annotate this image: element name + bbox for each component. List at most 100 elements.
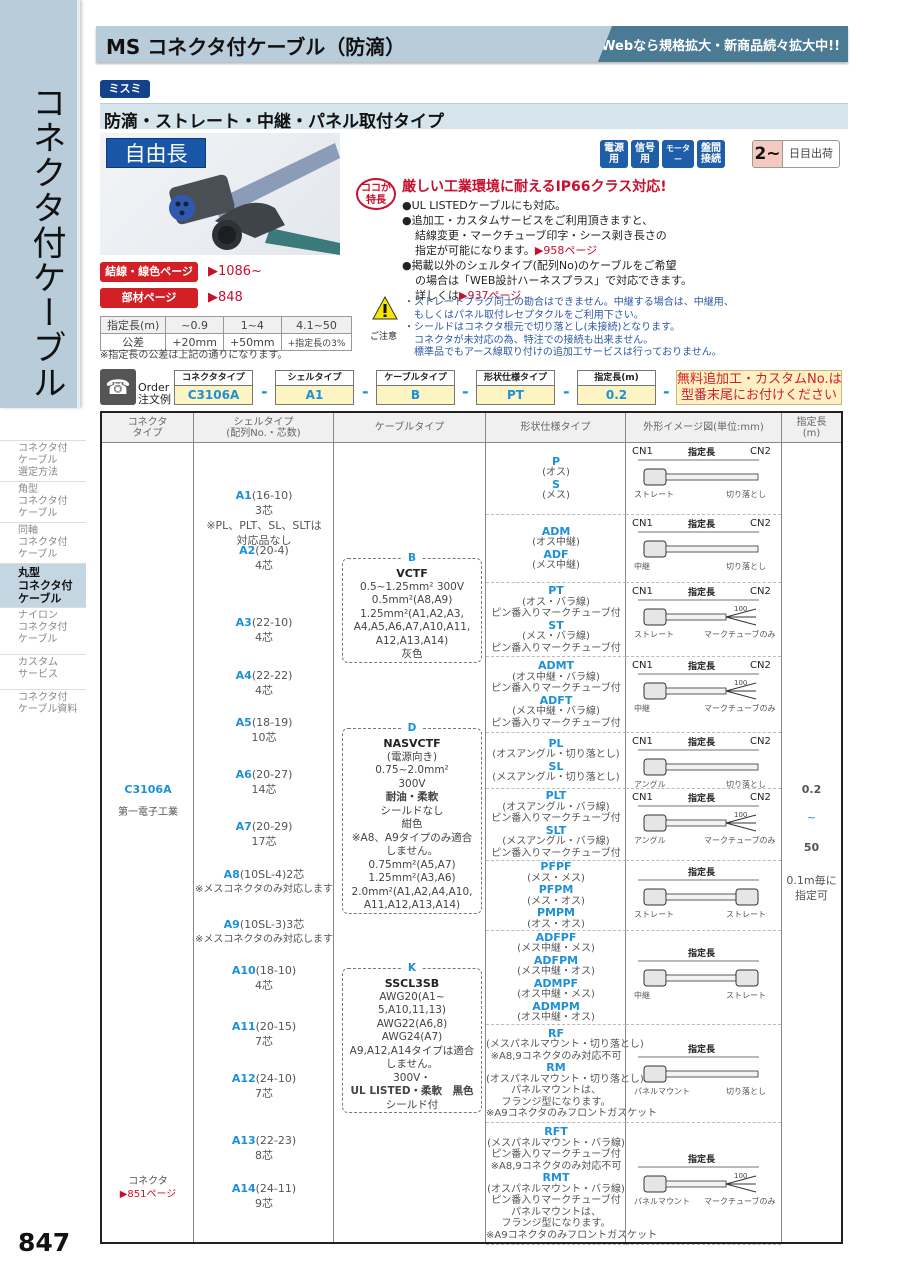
shell-code: A7 xyxy=(235,820,252,833)
shape-code: PLT xyxy=(545,789,567,802)
shape-desc: (オス・バラ線) ピン番入りマークチューブ付 xyxy=(491,596,621,620)
order-length: 指定長(m)0.2 xyxy=(577,370,656,405)
shell-type-item: A11(20-15)7芯 xyxy=(194,1019,334,1049)
page-number: 847 xyxy=(18,1228,71,1257)
category-signal: 信号用 xyxy=(631,140,659,168)
shell-note: ※メスコネクタのみ対応します xyxy=(195,884,333,895)
shape-code: RM xyxy=(546,1061,566,1074)
shape-desc: (メスアングル・バラ線) ピン番入りマークチューブ付 xyxy=(491,836,621,859)
shape-desc: (オス中継・バラ線) ピン番入りマークチューブ付 xyxy=(491,671,621,695)
connector-ref-link[interactable]: ▶851ページ xyxy=(119,1189,177,1200)
svg-text:マークチューブのみ: マークチューブのみ xyxy=(704,703,776,713)
parts-page-link[interactable]: ▶848 xyxy=(208,290,243,305)
shape-code: ADM xyxy=(541,524,571,538)
side-nav-item[interactable]: 丸型 コネクタ付 ケーブル xyxy=(0,563,86,607)
svg-text:指定長: 指定長 xyxy=(688,446,716,458)
shape-desc: (メス中継・オス) xyxy=(517,966,595,977)
shell-note: ※メスコネクタのみ対応します xyxy=(195,934,333,945)
shape-desc: (メス) xyxy=(542,490,570,501)
shape-code: ADF xyxy=(543,547,569,561)
side-nav-item[interactable]: ナイロン コネクタ付 ケーブル xyxy=(0,607,86,648)
shape-row: RFT(メスパネルマウント・バラ線) ピン番入りマークチューブ付 ※A8,9コネ… xyxy=(486,1123,657,1245)
side-nav-item[interactable]: 角型 コネクタ付 ケーブル xyxy=(0,481,86,522)
svg-text:指定長: 指定長 xyxy=(688,518,716,530)
wiring-page-button[interactable]: 結線・線色ページ xyxy=(100,262,198,282)
category-power: 電源用 xyxy=(600,140,628,168)
svg-text:マークチューブのみ: マークチューブのみ xyxy=(704,835,776,845)
shape-desc: (メスアングル・切り落とし) xyxy=(492,772,620,783)
shape-code: ADFT xyxy=(539,693,573,707)
svg-text:指定長: 指定長 xyxy=(688,660,716,672)
svg-text:アングル: アングル xyxy=(634,835,666,845)
page-link-958[interactable]: ▶958ページ xyxy=(534,244,598,257)
cable-name: NASVCTF xyxy=(383,737,441,750)
shell-code: A14 xyxy=(231,1182,256,1195)
shell-code: A12 xyxy=(231,1072,256,1085)
shell-type-item: A4(22-22)4芯 xyxy=(194,668,334,698)
connector-code: C3106A xyxy=(124,783,172,796)
shape-code: RFT xyxy=(544,1125,568,1138)
length-tilde: ~ xyxy=(806,811,817,824)
feature-line: 結線変更・マークチューブ印字・シース剥き長さの xyxy=(415,229,667,242)
svg-text:CN2: CN2 xyxy=(750,446,771,457)
svg-text:CN2: CN2 xyxy=(750,586,771,597)
shell-cores: 3芯 xyxy=(255,504,273,517)
side-nav-item[interactable]: カスタム サービス xyxy=(0,654,86,683)
outline-drawing: 指定長中継ストレート xyxy=(626,931,781,1025)
warning-icon xyxy=(372,296,398,320)
length-min: 0.2 xyxy=(801,783,822,796)
side-nav-item[interactable]: 同軸 コネクタ付 ケーブル xyxy=(0,522,86,563)
shell-type-item: A1(16-10)3芯※PL、PLT、SL、SLTは 対応品なし xyxy=(194,488,334,548)
shell-type-item: A7(20-29)17芯 xyxy=(194,819,334,849)
cable-name: SSCL3SB xyxy=(384,977,440,990)
shape-code: RMT xyxy=(542,1171,570,1184)
shape-desc: (メス中継・メス) xyxy=(517,943,595,954)
length-max: 50 xyxy=(803,841,820,854)
svg-text:ストレート: ストレート xyxy=(634,490,674,499)
table-header: コネクタ タイプ シェルタイプ (配列No.・芯数) ケーブルタイプ 形状仕様タ… xyxy=(102,413,841,443)
connector-ref-label: コネクタ xyxy=(128,1176,168,1187)
shell-cores: 4芯 xyxy=(255,684,273,697)
connector-maker: 第一電子工業 xyxy=(118,807,178,818)
wiring-page-link[interactable]: ▶1086~ xyxy=(208,264,262,279)
web-banner[interactable]: Webなら規格拡大・新商品続々拡大中!! xyxy=(598,26,848,62)
shell-code: A2 xyxy=(239,544,256,557)
feature-line: 詳しくは▶937ページ xyxy=(415,289,522,302)
svg-text:ストレート: ストレート xyxy=(726,991,766,1000)
section-tab: コネクタ付ケーブル xyxy=(0,0,80,408)
side-nav-item[interactable]: コネクタ付 ケーブル資料 xyxy=(0,689,86,718)
svg-text:パネルマウント: パネルマウント xyxy=(634,1197,690,1206)
shape-row: P(オス)S(メス) xyxy=(486,443,626,515)
shape-code: PL xyxy=(548,736,564,750)
feature-badge: ココが 特長 xyxy=(356,178,396,210)
category-motor: モーター xyxy=(662,140,694,168)
shell-code: A6 xyxy=(235,768,252,781)
svg-text:指定長: 指定長 xyxy=(688,1153,716,1165)
page-link-937[interactable]: ▶937ページ xyxy=(459,289,522,302)
shell-cores: 17芯 xyxy=(251,835,277,848)
outline-drawing: 指定長ストレートストレート xyxy=(626,861,781,931)
feature-line: ●UL LISTEDケーブルにも対応。 xyxy=(402,199,567,212)
shell-cores: 4芯 xyxy=(255,559,273,572)
svg-text:マークチューブのみ: マークチューブのみ xyxy=(704,629,776,639)
connector-column: C3106A 第一電子工業 コネクタ ▶851ページ xyxy=(102,443,194,1242)
shape-desc: (オスパネルマウント・切り落とし) パネルマウントは、 フランジ型になります。 … xyxy=(486,1073,658,1120)
shell-code: A1 xyxy=(235,489,252,502)
svg-text:ストレート: ストレート xyxy=(634,630,674,639)
shell-type-item: A12(24-10)7芯 xyxy=(194,1071,334,1101)
shape-row: PFPF(メス・メス)PFPM(メス・オス)PMPM(オス・オス) xyxy=(486,861,626,931)
svg-text:ストレート: ストレート xyxy=(726,910,766,919)
side-nav-item[interactable]: コネクタ付 ケーブル 選定方法 xyxy=(0,440,86,481)
parts-page-button[interactable]: 部材ページ xyxy=(100,288,198,308)
shape-desc: (オス中継) xyxy=(532,537,580,548)
svg-text:中継: 中継 xyxy=(634,703,650,713)
svg-text:パネルマウント: パネルマウント xyxy=(634,1087,690,1096)
